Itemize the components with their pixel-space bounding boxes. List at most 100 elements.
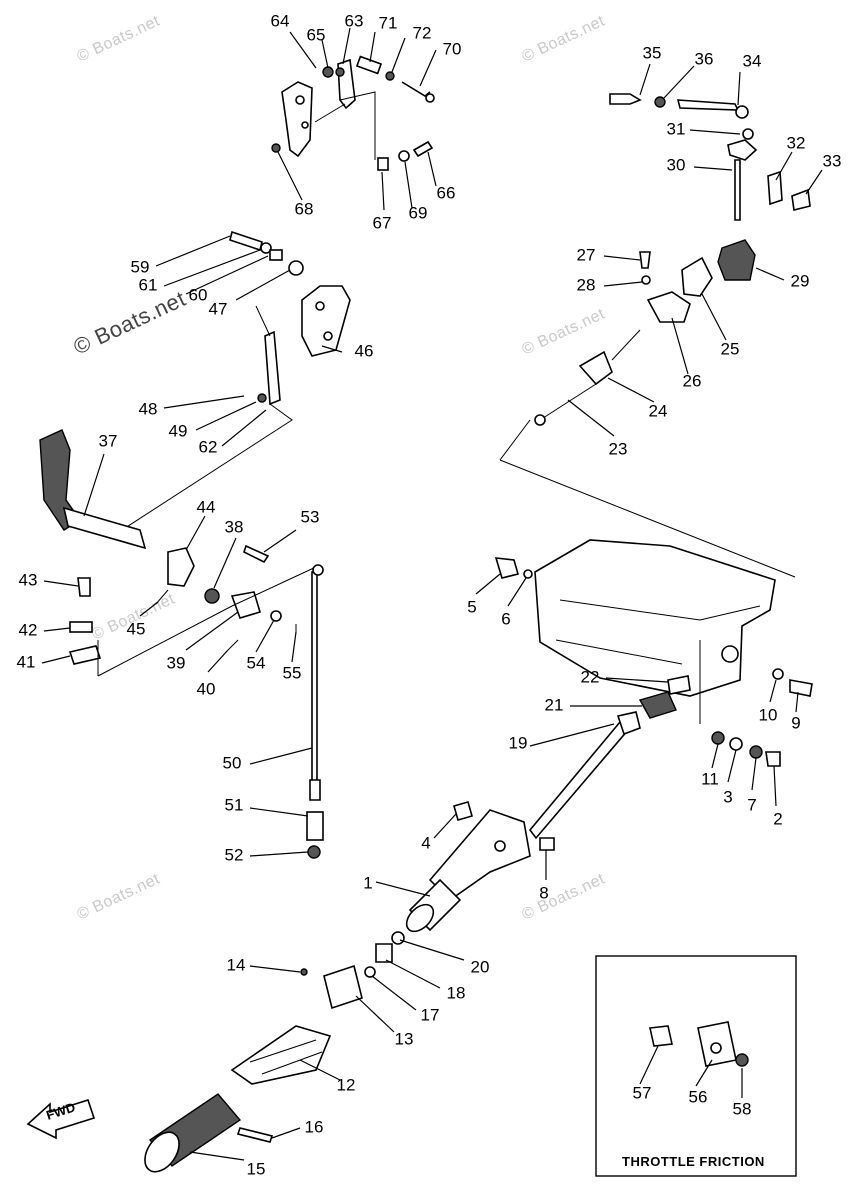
washer (523, 569, 533, 579)
washer (729, 737, 743, 751)
washer (641, 275, 651, 285)
part-number: 2 (773, 809, 782, 828)
part-number: 34 (743, 51, 762, 70)
part-number: 38 (225, 517, 244, 536)
nut (385, 71, 395, 81)
part-number: 40 (197, 679, 216, 698)
bolt (791, 188, 811, 211)
grip-ridge (261, 1051, 323, 1075)
part-number: 21 (545, 695, 564, 714)
watermark: © Boats.net (520, 870, 608, 923)
bolt (494, 557, 519, 579)
shaft (528, 720, 630, 840)
link-rod (264, 330, 281, 406)
part-number: 48 (139, 399, 158, 418)
nut (322, 66, 334, 78)
part-number: 33 (823, 151, 842, 170)
clip (68, 645, 102, 665)
cable-end (534, 414, 546, 426)
part-number: 7 (747, 795, 756, 814)
collar (377, 157, 389, 171)
part-number: 20 (471, 957, 490, 976)
part-number: 67 (373, 213, 392, 232)
part-number: 50 (223, 753, 242, 772)
grip-end (144, 1131, 180, 1173)
bolt (229, 230, 263, 252)
leader-lines (41, 27, 823, 1161)
part-number: 62 (199, 437, 218, 456)
part-number: 69 (409, 203, 428, 222)
tube-end (405, 903, 435, 933)
throttle-shaft-group (499, 93, 811, 578)
bushing (391, 931, 405, 945)
part-number: 72 (413, 23, 432, 42)
throttle-shaft (734, 159, 741, 221)
bolt (765, 751, 781, 767)
cable (611, 329, 641, 361)
part-number: 30 (667, 155, 686, 174)
nut (271, 143, 281, 153)
part-number: 27 (577, 245, 596, 264)
part-number: 39 (167, 653, 186, 672)
part-number: 22 (581, 667, 600, 686)
fwd-arrow-shape (26, 1099, 96, 1140)
wave-washer (711, 731, 725, 745)
screw (300, 968, 308, 976)
bracket-housing (534, 539, 776, 697)
part-number: 35 (643, 43, 662, 62)
washer (398, 150, 410, 162)
housing-detail (559, 599, 761, 621)
gear-pinion (681, 256, 713, 297)
part-number: 66 (437, 183, 456, 202)
part-number: 1 (363, 873, 372, 892)
watermark: © Boats.net (520, 305, 608, 358)
bolt (412, 140, 434, 158)
shift-block (638, 691, 677, 719)
part-number: 4 (421, 833, 430, 852)
rod-end (401, 81, 431, 97)
part-number: 60 (189, 285, 208, 304)
rod (311, 571, 318, 797)
part-number: 41 (17, 652, 36, 671)
part-number: 70 (443, 39, 462, 58)
connector-line (121, 403, 293, 531)
part-number: 10 (759, 705, 778, 724)
shaft-top (727, 139, 758, 161)
linkage-bracket-group (271, 55, 435, 171)
connector-line (339, 91, 376, 160)
connector-line (499, 459, 796, 578)
plate-hole (315, 301, 325, 311)
part-number: 61 (139, 275, 158, 294)
collar (742, 128, 754, 140)
bolt (539, 837, 555, 851)
part-number: 31 (667, 119, 686, 138)
part-number: 19 (509, 733, 528, 752)
gear (717, 239, 756, 281)
washer (364, 966, 376, 978)
part-number: 64 (271, 11, 290, 30)
watermark: © Boats.net (520, 12, 608, 65)
part-number: 6 (501, 609, 510, 628)
spring (667, 675, 691, 695)
part-number: 53 (301, 507, 320, 526)
cable-boot (578, 350, 613, 386)
part-number: 43 (19, 570, 38, 589)
rod-end (609, 93, 642, 105)
throttle-rod-group (306, 564, 324, 859)
part-number: 17 (421, 1005, 440, 1024)
washer (772, 668, 784, 680)
lever-plate-group (121, 230, 351, 531)
pivot-hole (721, 645, 739, 663)
part-number: 57 (633, 1083, 652, 1102)
part-number: 13 (395, 1029, 414, 1048)
spring (375, 943, 393, 963)
grip-collar (323, 964, 363, 1010)
bolt (649, 1025, 673, 1047)
part-number: 54 (247, 653, 266, 672)
bushing (269, 249, 283, 261)
bracket-hole (301, 121, 309, 129)
steering-handle-group (144, 539, 813, 1173)
nut (735, 1053, 749, 1067)
clip (257, 393, 267, 403)
bushing-collar (288, 260, 304, 276)
